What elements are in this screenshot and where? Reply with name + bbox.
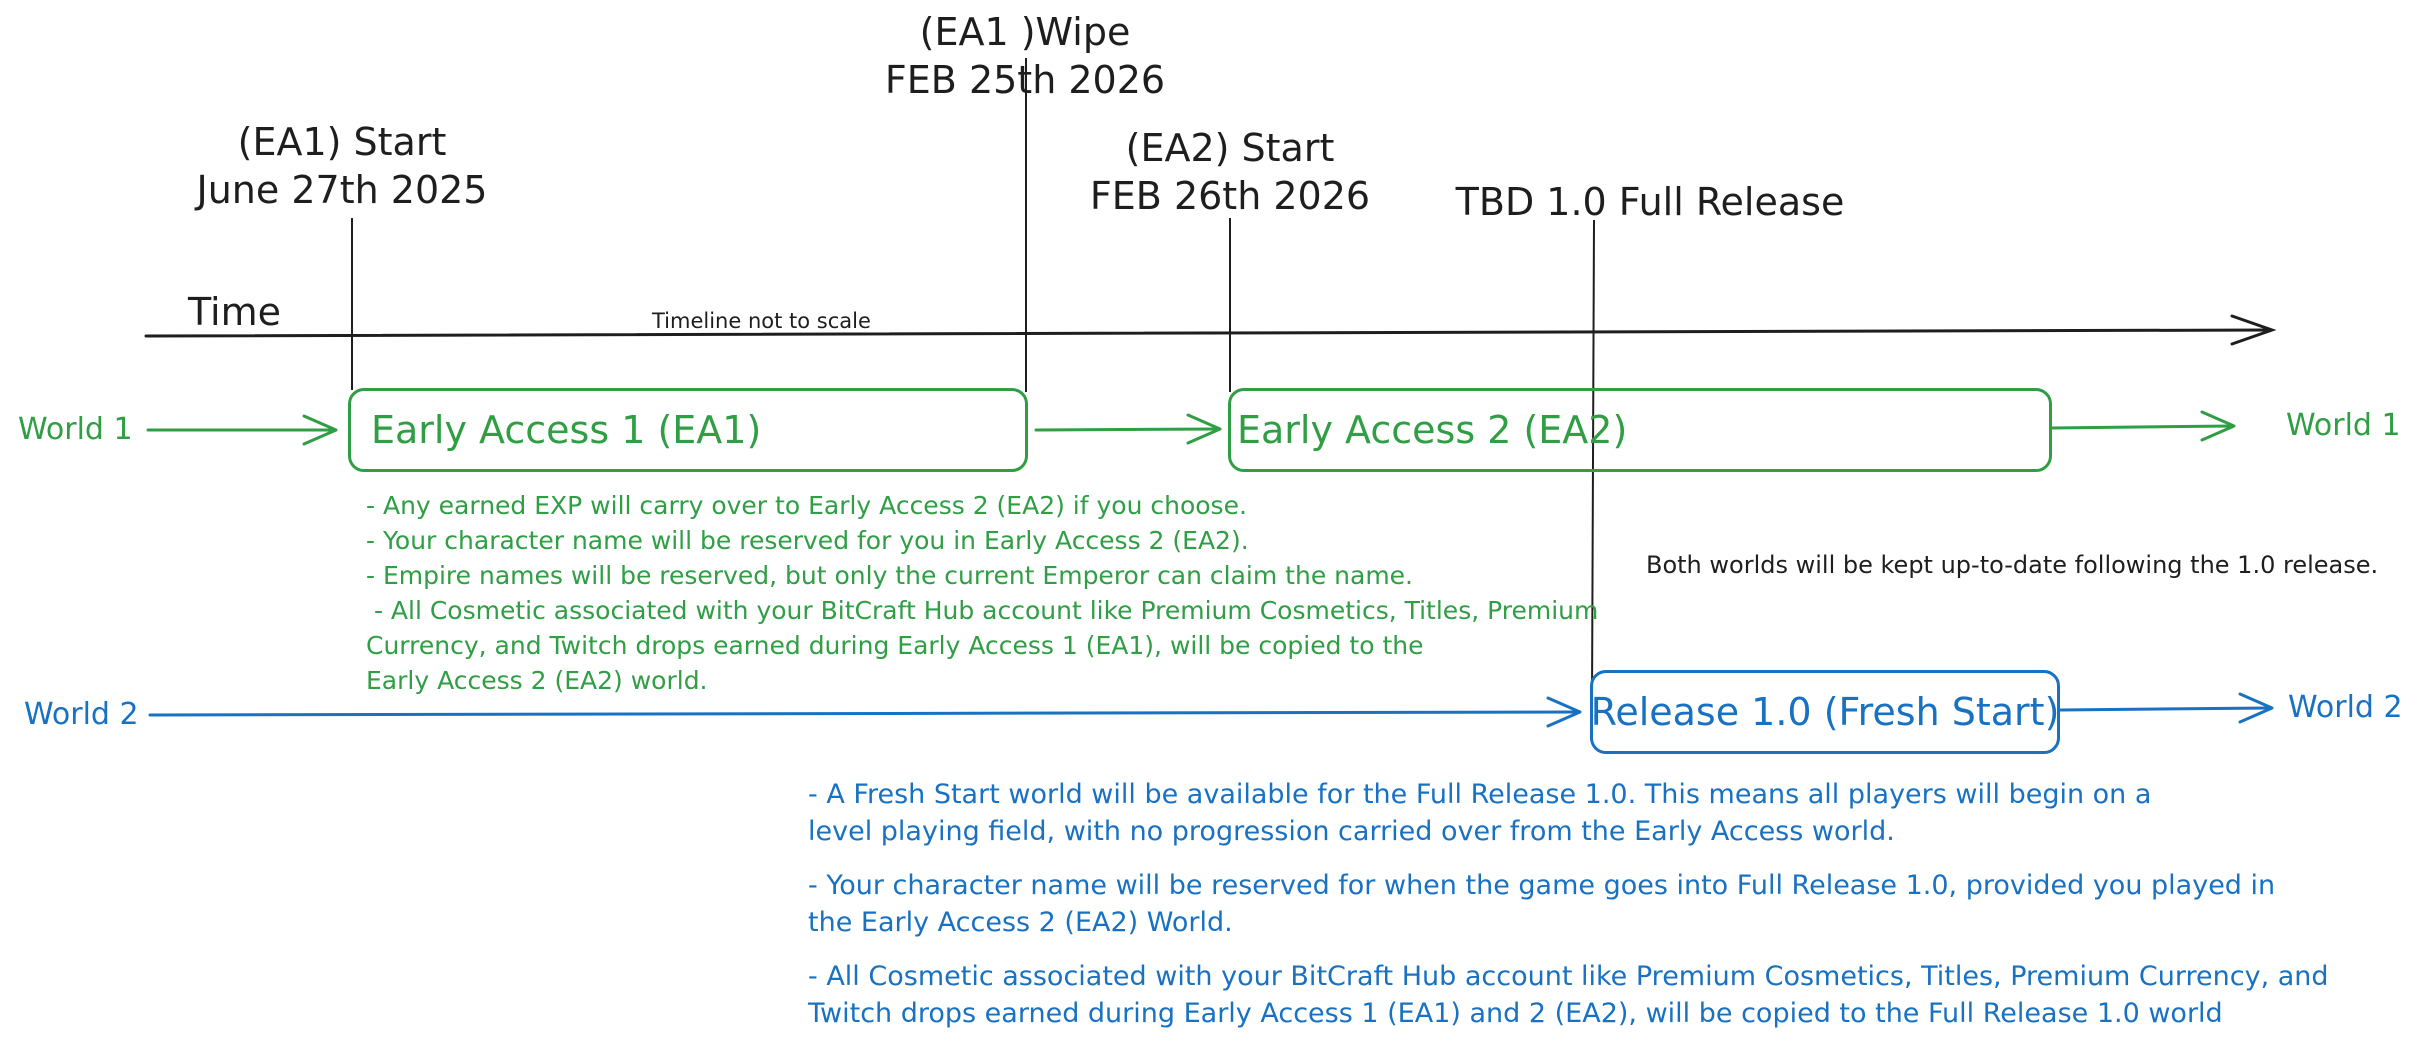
world2-in-arrow <box>148 696 1582 728</box>
ea2-box: Early Access 2 (EA2) <box>1228 388 2052 472</box>
ea1-note-line: - Empire names will be reserved, but onl… <box>366 561 1413 590</box>
ea1-box-label: Early Access 1 (EA1) <box>371 408 762 452</box>
ea1-wipe-label: (EA1 )Wipe <box>919 10 1131 54</box>
ea1-start-label: (EA1) Start <box>237 120 447 164</box>
world1-in-arrow <box>146 414 338 446</box>
world2-left-label: World 2 <box>24 697 139 732</box>
ea1-wipe-date: FEB 25th 2026 <box>884 58 1166 102</box>
release-line <box>1591 219 1595 701</box>
ea1-start-date: June 27th 2025 <box>196 168 488 212</box>
world1-out-arrow <box>2050 410 2236 442</box>
ea2-start-milestone: (EA2) Start FEB 26th 2026 <box>1078 124 1382 220</box>
release-note-paragraph: - All Cosmetic associated with your BitC… <box>808 961 2329 1029</box>
ea2-start-date: FEB 26th 2026 <box>1089 174 1371 218</box>
release-box: Release 1.0 (Fresh Start) <box>1590 670 2060 754</box>
both-worlds-note: Both worlds will be kept up-to-date foll… <box>1646 551 2379 579</box>
ea1-to-ea2-arrow <box>1034 413 1222 445</box>
ea1-wipe-milestone: (EA1 )Wipe FEB 25th 2026 <box>870 8 1180 104</box>
release-notes: - A Fresh Start world will be available … <box>808 776 2348 1049</box>
ea1-note-line: Currency, and Twitch drops earned during… <box>366 631 1424 660</box>
ea1-note-line: Early Access 2 (EA2) world. <box>366 666 708 695</box>
world2-out-arrow <box>2058 692 2274 724</box>
release-note-paragraph: - Your character name will be reserved f… <box>808 870 2276 938</box>
ea1-note-line: - All Cosmetic associated with your BitC… <box>366 596 1599 625</box>
ea1-notes: - Any earned EXP will carry over to Earl… <box>366 488 1598 698</box>
world1-left-label: World 1 <box>18 412 133 447</box>
ea1-start-milestone: (EA1) Start June 27th 2025 <box>190 118 494 214</box>
ea2-start-label: (EA2) Start <box>1125 126 1335 170</box>
full-release-milestone: TBD 1.0 Full Release <box>1455 180 1845 224</box>
ea2-box-label: Early Access 2 (EA2) <box>1237 408 1628 452</box>
ea1-note-line: - Your character name will be reserved f… <box>366 526 1249 555</box>
timeline-label: Time <box>188 290 281 334</box>
timeline-axis <box>144 314 2277 346</box>
release-box-label: Release 1.0 (Fresh Start) <box>1590 690 2060 734</box>
ea1-box: Early Access 1 (EA1) <box>348 388 1028 472</box>
ea1-note-line: - Any earned EXP will carry over to Earl… <box>366 491 1247 520</box>
world2-right-label: World 2 <box>2288 690 2403 725</box>
world1-right-label: World 1 <box>2286 408 2401 443</box>
release-note-paragraph: - A Fresh Start world will be available … <box>808 779 2152 847</box>
timeline-scale-note: Timeline not to scale <box>652 309 871 333</box>
